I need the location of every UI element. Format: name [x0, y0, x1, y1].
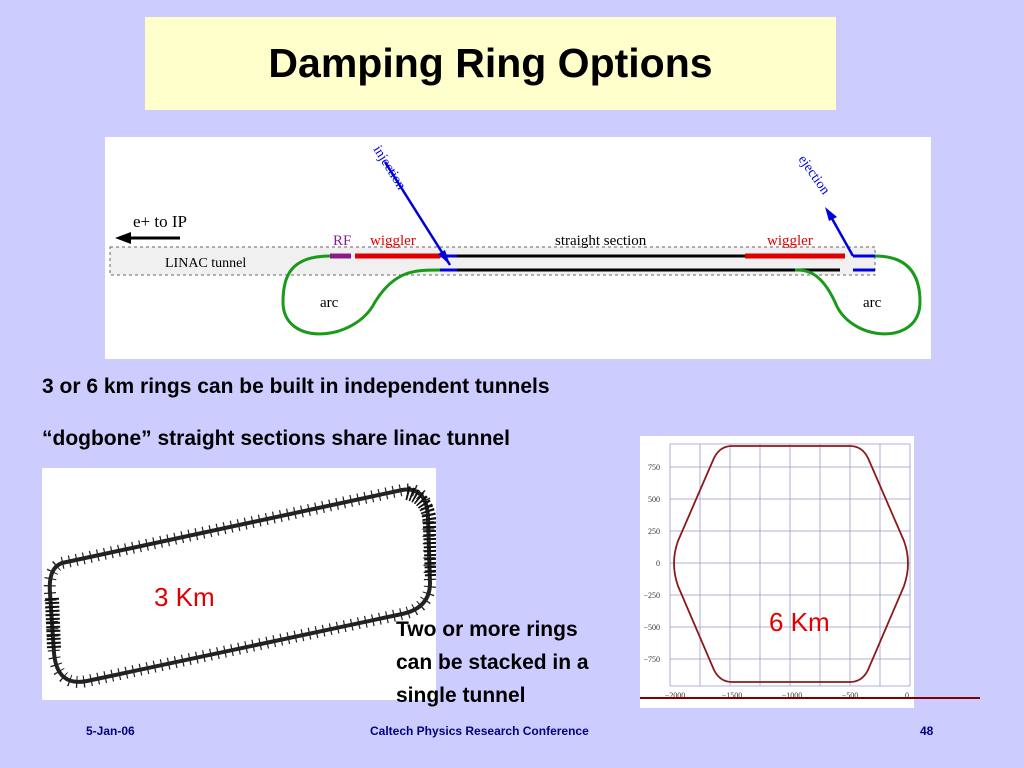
- title-box: Damping Ring Options: [145, 17, 836, 110]
- ring-3km-figure: 3 Km: [42, 468, 439, 700]
- stack-note-line-2: can be stacked in a: [396, 651, 589, 674]
- stack-note-line-3: single tunnel: [396, 684, 526, 707]
- y-tick-label: 250: [648, 527, 660, 536]
- arc-right-path: [794, 254, 922, 336]
- bullet-1: 3 or 6 km rings can be built in independ…: [42, 375, 550, 398]
- y-tick-label: −500: [643, 623, 660, 632]
- ring-6km-svg: 750 500 250 0 −250 −500 −750 −2000 −1500…: [643, 443, 911, 700]
- e-to-ip-label: e+ to IP: [133, 212, 187, 231]
- stack-note: Two or more rings can be stacked in a si…: [396, 613, 589, 712]
- arc-left-label: arc: [320, 295, 339, 311]
- ring-3km-wiggler-left: [45, 597, 61, 649]
- injection-arrowhead: [438, 250, 450, 265]
- y-tick-label: 0: [656, 559, 660, 568]
- e-to-ip-arrowhead: [115, 232, 131, 244]
- dogbone-diagram: e+ to IP LINAC tunnel RF wiggler straigh…: [105, 137, 931, 359]
- y-tick-label: −250: [643, 591, 660, 600]
- ring-6km-x-ticks: −2000 −1500 −1000 −500 0: [665, 691, 909, 700]
- arc-left-path: [281, 254, 441, 336]
- arc-right-label: arc: [863, 295, 882, 311]
- y-tick-label: 750: [648, 463, 660, 472]
- ring-3km-magnets: [43, 483, 437, 688]
- ring-6km-outline: [673, 445, 909, 683]
- footer-date: 5-Jan-06: [86, 724, 135, 738]
- x-tick-label: −500: [842, 691, 859, 700]
- ring-6km-grid: [669, 443, 911, 687]
- ejection-arrowhead: [825, 207, 837, 221]
- injection-arrow: [383, 161, 452, 266]
- stack-note-line-1: Two or more rings: [396, 618, 578, 641]
- ring-3km-wiggler-right: [405, 486, 439, 579]
- dogbone-svg: e+ to IP LINAC tunnel RF wiggler straigh…: [109, 143, 922, 336]
- wiggler-right-label: wiggler: [767, 233, 813, 249]
- straight-section-label: straight section: [555, 233, 647, 249]
- ring-6km-y-ticks: 750 500 250 0 −250 −500 −750: [643, 463, 660, 664]
- bullet-2: “dogbone” straight sections share linac …: [42, 427, 510, 450]
- footer-page-number: 48: [920, 724, 934, 738]
- footer-conference: Caltech Physics Research Conference: [370, 724, 589, 738]
- injection-label: injection: [370, 143, 409, 193]
- slide-title: Damping Ring Options: [268, 40, 713, 86]
- ring-6km-label: 6 Km: [769, 607, 830, 637]
- wiggler-left-label: wiggler: [370, 233, 416, 249]
- ejection-label: ejection: [795, 153, 833, 198]
- y-tick-label: 500: [648, 495, 660, 504]
- rf-label: RF: [333, 233, 351, 249]
- x-tick-label: −1500: [722, 691, 743, 700]
- ring-3km-label: 3 Km: [154, 582, 215, 612]
- x-tick-label: −1000: [782, 691, 803, 700]
- ejection-arrow: [828, 214, 855, 257]
- x-tick-label: −2000: [665, 691, 686, 700]
- x-tick-label: 0: [905, 691, 909, 700]
- ring-3km-svg: [43, 483, 439, 688]
- linac-tunnel-label: LINAC tunnel: [165, 256, 246, 271]
- y-tick-label: −750: [643, 655, 660, 664]
- ring-6km-figure: 750 500 250 0 −250 −500 −750 −2000 −1500…: [640, 436, 914, 708]
- footer-divider: [640, 697, 980, 699]
